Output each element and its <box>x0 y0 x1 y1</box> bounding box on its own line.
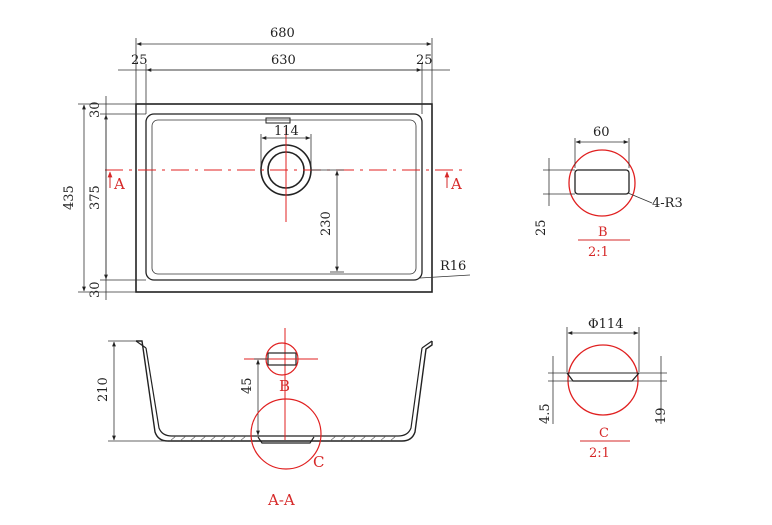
dim-section-height: 210 <box>96 377 111 402</box>
dim-drain-height: 45 <box>240 377 255 394</box>
dim-drain-width: 114 <box>274 124 299 139</box>
radius-leader <box>419 274 471 279</box>
detail-b: 60 25 4-R3 B 2:1 <box>534 125 683 260</box>
detail-b-width: 60 <box>593 125 610 140</box>
detail-b-height: 25 <box>534 219 549 236</box>
detail-b-scale: 2:1 <box>588 245 609 260</box>
section-rim-left <box>135 340 147 349</box>
sink-bowl-inner-line <box>151 119 417 275</box>
dim-corner-radius: R16 <box>440 259 466 274</box>
section-drain-fitting <box>257 436 315 444</box>
detail-b-radius-note: 4-R3 <box>652 196 683 211</box>
detail-c-right-dim: 19 <box>654 407 669 424</box>
dim-rim-bottom: 30 <box>88 281 103 298</box>
detail-c-label: C <box>599 426 609 441</box>
dim-rim-left: 25 <box>131 53 148 68</box>
section-view: B 45 210 C A-A <box>96 328 433 509</box>
section-rim-right <box>421 340 433 349</box>
section-marker-right: A <box>450 175 462 193</box>
section-marker-left: A <box>113 175 125 193</box>
detail-b-label: B <box>598 225 608 240</box>
sink-bowl-outline <box>145 113 423 281</box>
detail-c-scale: 2:1 <box>589 446 610 461</box>
detail-c-fitting <box>566 372 640 382</box>
dim-rim-top: 30 <box>88 101 103 118</box>
detail-b-circle <box>568 149 636 217</box>
dim-inner-depth: 375 <box>88 185 103 210</box>
dim-drain-offset: 230 <box>319 211 334 236</box>
dim-overall-depth: 435 <box>62 185 77 210</box>
dim-inner-width: 630 <box>271 53 296 68</box>
sink-outer-outline <box>135 103 433 293</box>
plan-view: A A 680 25 630 25 114 435 30 375 30 <box>62 26 471 300</box>
dim-overall-width: 680 <box>270 26 295 41</box>
detail-c-callout-circle <box>250 398 322 470</box>
overflow-slot <box>265 117 291 124</box>
dim-rim-right: 25 <box>416 53 433 68</box>
detail-b-slot <box>574 169 630 195</box>
section-outer-profile <box>136 340 433 442</box>
detail-c-circle <box>567 344 639 416</box>
detail-c-diameter: Φ114 <box>588 317 623 332</box>
detail-c-ref: C <box>313 453 324 471</box>
detail-c: Φ114 4.5 19 C 2:1 <box>538 317 669 461</box>
detail-b-radius-leader <box>627 192 653 204</box>
section-label: A-A <box>267 491 295 509</box>
section-bottom-hatch <box>169 435 397 442</box>
detail-b-ref: B <box>279 377 290 395</box>
detail-c-left-dim: 4.5 <box>538 403 553 424</box>
